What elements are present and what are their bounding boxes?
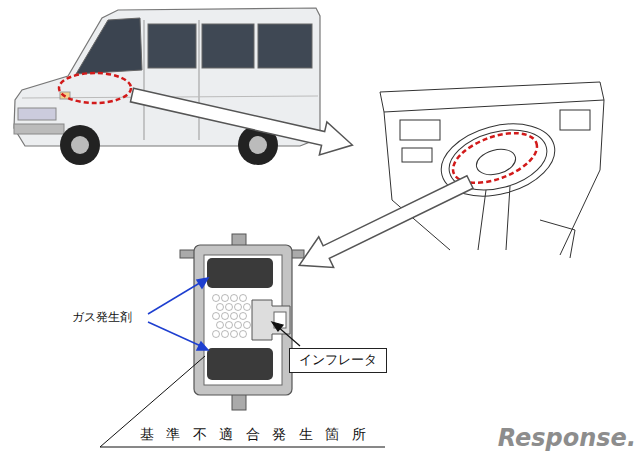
part-label: ガス発生剤 xyxy=(72,309,132,326)
steering-sketch xyxy=(380,82,604,258)
note-text: 基 準 不 適 合 発 生 箇 所 xyxy=(140,426,370,444)
watermark: Response. xyxy=(498,424,636,452)
node-text: インフレータ xyxy=(299,352,377,367)
pointer-arrow xyxy=(292,167,478,281)
inflator-section xyxy=(180,234,304,410)
pointer-arrow xyxy=(272,322,300,346)
label-box: インフレータ xyxy=(289,348,387,373)
pointer-arrow xyxy=(128,78,356,161)
van-illustration xyxy=(14,8,320,165)
pointer-arrow xyxy=(148,278,208,350)
